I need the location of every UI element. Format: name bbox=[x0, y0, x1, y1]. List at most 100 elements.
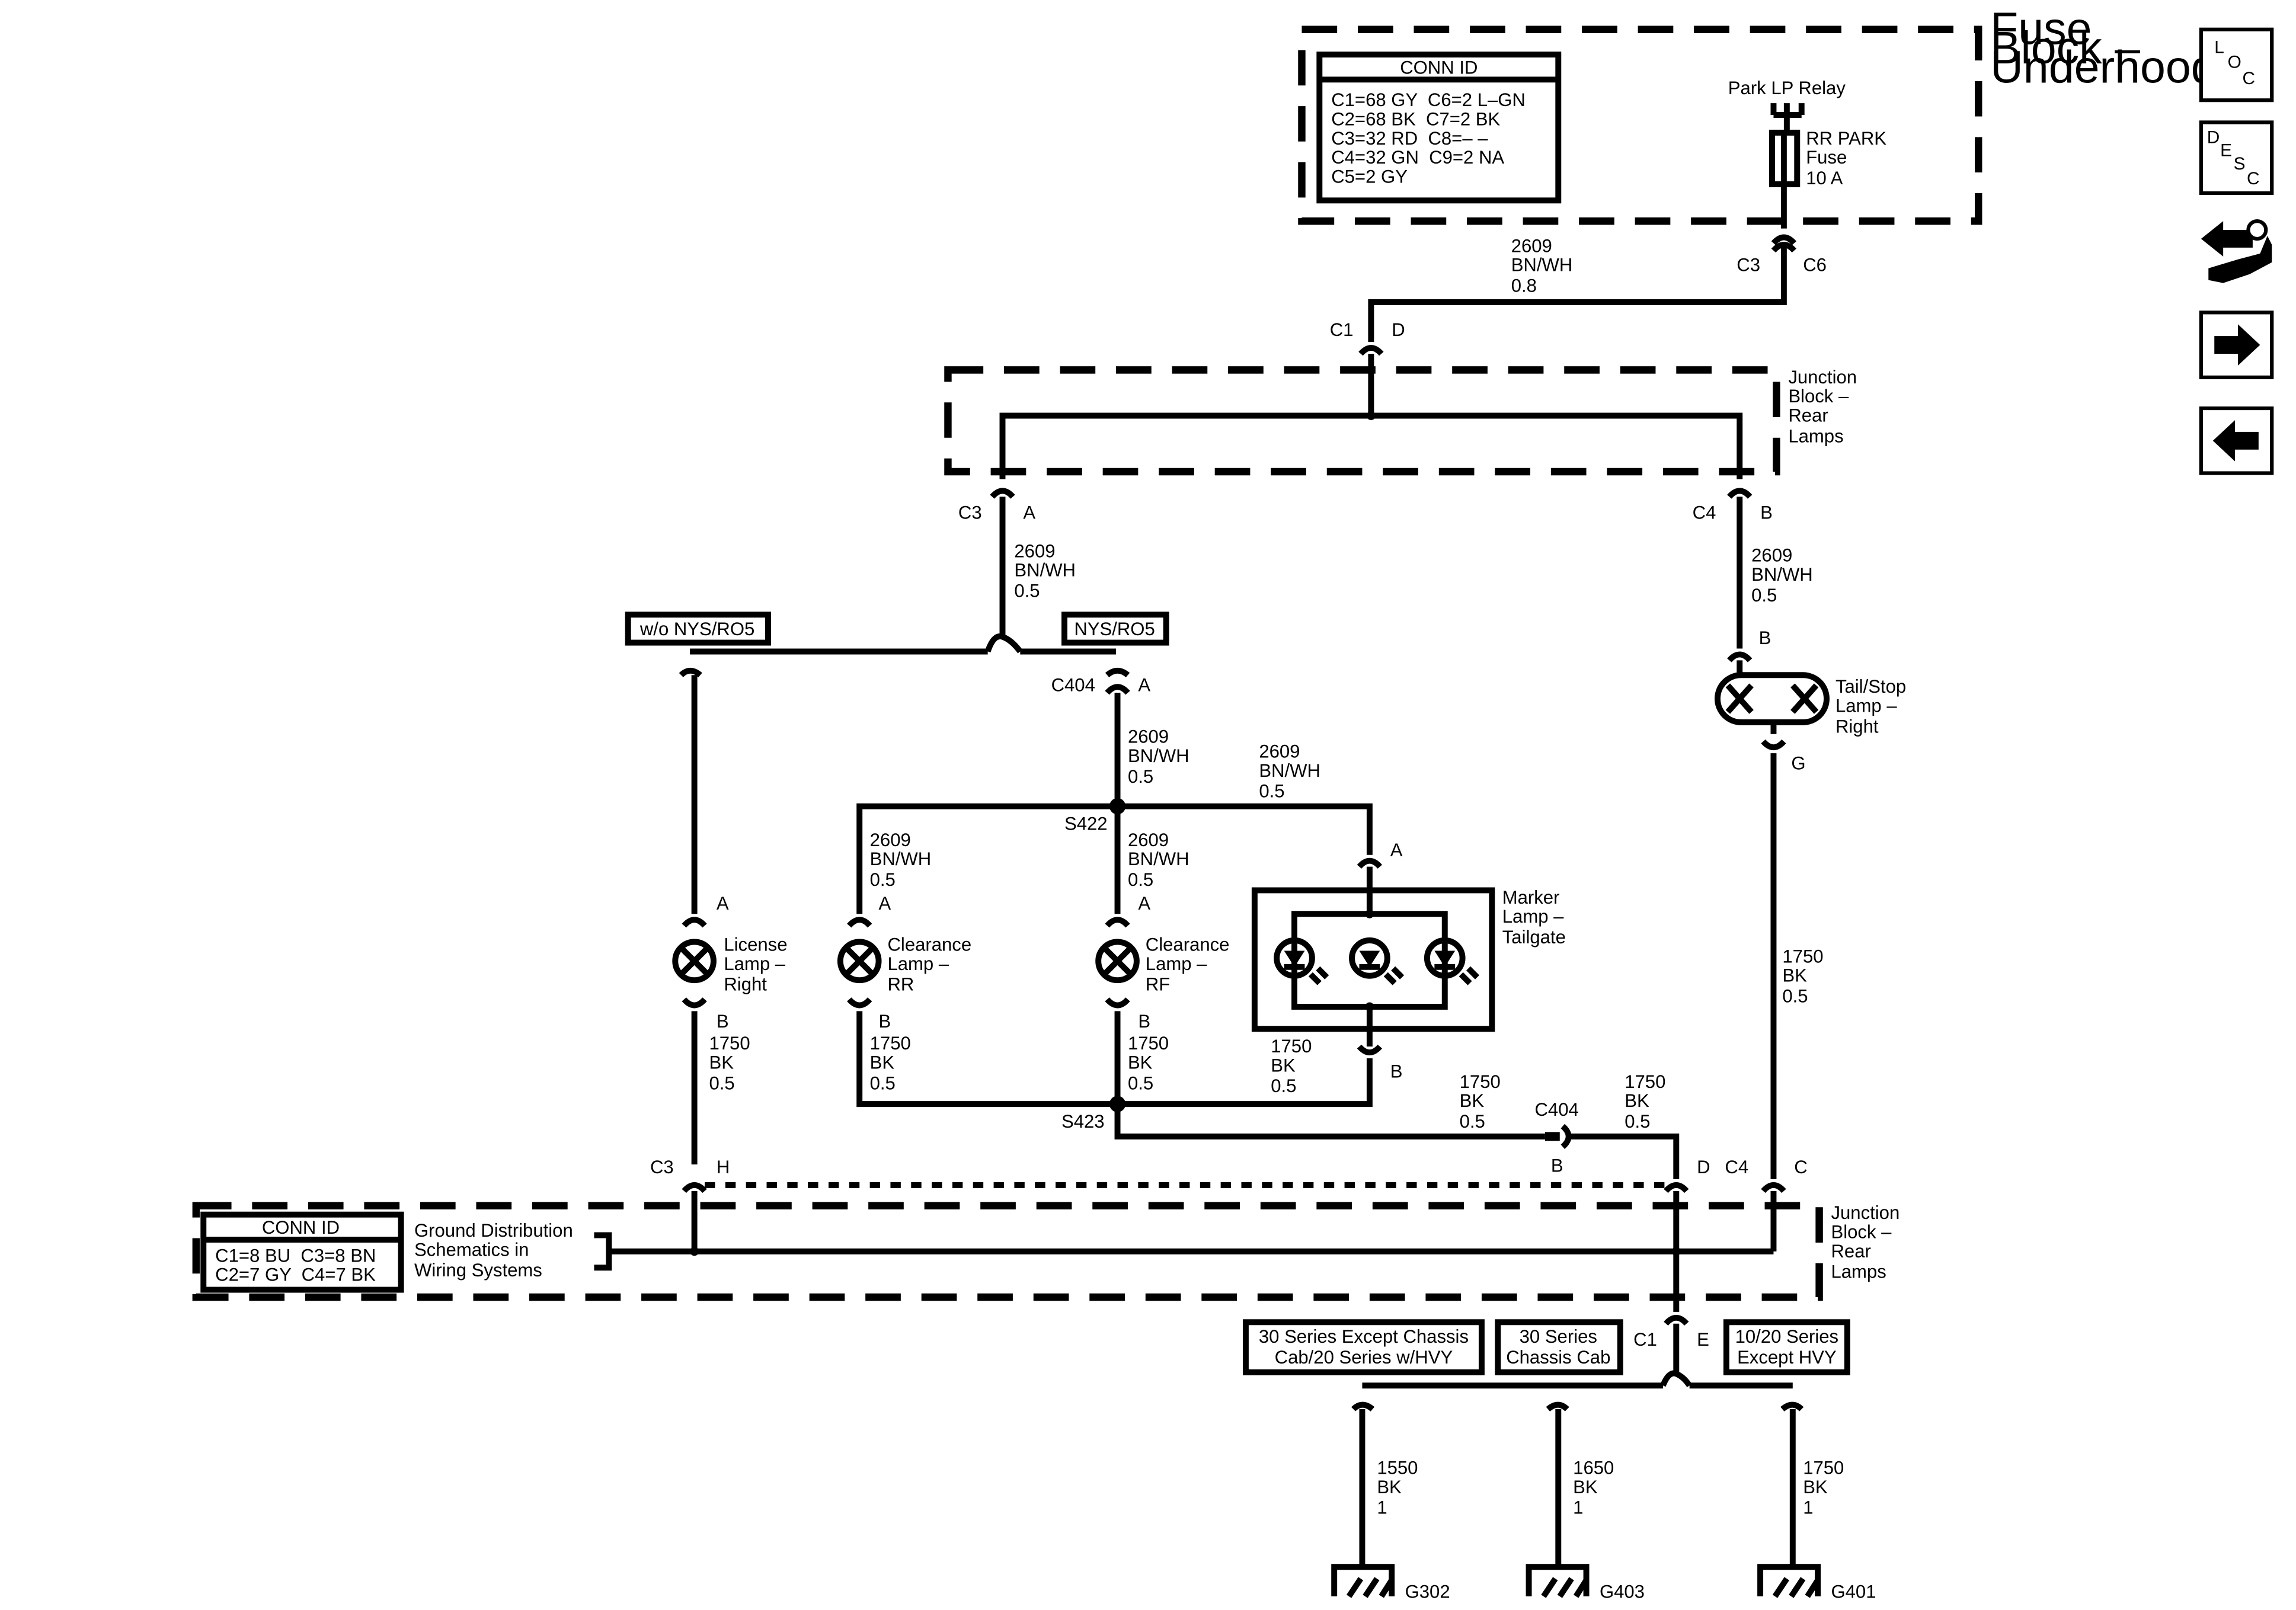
conn-label: C404 bbox=[1051, 675, 1095, 696]
wire-2609-top bbox=[1368, 243, 1787, 343]
tail-stop-dual-bulb-icon bbox=[1714, 660, 1830, 725]
connector-c4-b: C4 B bbox=[1693, 488, 1773, 523]
desc-letter: S bbox=[2234, 154, 2246, 174]
lamp-name: Right bbox=[1835, 716, 1879, 737]
connector-c4-c: C4 C bbox=[1725, 1157, 1808, 1193]
lamp-name: Right bbox=[724, 974, 767, 995]
splice-label: S422 bbox=[1064, 813, 1108, 834]
fuse-label-1: RR PARK bbox=[1806, 128, 1886, 149]
lamp-name: Tailgate bbox=[1502, 927, 1566, 948]
wire-label: BK bbox=[709, 1052, 734, 1073]
wire-label: 0.8 bbox=[1511, 276, 1537, 296]
desc-letter: D bbox=[2207, 127, 2220, 147]
junction-block-rear-top: Junction Block – Rear Lamps bbox=[944, 353, 1857, 479]
option-tag-without-nys: w/o NYS/RO5 bbox=[625, 612, 771, 646]
conn-label: C404 bbox=[1534, 1099, 1578, 1120]
fuse-block-underhood: Fuse Block – Underhood CONN ID C1=68 GY … bbox=[1298, 4, 2217, 229]
next-page-button[interactable] bbox=[2199, 311, 2274, 379]
loc-button[interactable]: L O C bbox=[2199, 27, 2274, 103]
wire-label: 1750 bbox=[1625, 1071, 1665, 1092]
wire-label: 2609 bbox=[1128, 830, 1169, 850]
ground-id: G302 bbox=[1405, 1581, 1450, 1602]
lamp-name: Lamp – bbox=[1146, 953, 1207, 974]
fuse-conn-id-row: C1=68 GY C6=2 L–GN bbox=[1331, 89, 1526, 110]
wire-label: BN/WH bbox=[1259, 760, 1320, 781]
jb-conn-id-row: C1=8 BU C3=8 BN bbox=[215, 1245, 376, 1266]
jb-conn-id-header: CONN ID bbox=[262, 1217, 340, 1238]
lamp-name: Clearance bbox=[1146, 934, 1230, 955]
desc-button[interactable]: D E S C bbox=[2199, 120, 2274, 195]
arrow-left-icon bbox=[2212, 420, 2259, 462]
connector-c1-e: C1 E bbox=[1633, 1314, 1709, 1350]
pin-label: B bbox=[717, 1011, 729, 1032]
variant-label: Cab/20 Series w/HVY bbox=[1275, 1347, 1453, 1368]
clearance-rf-bulb-icon bbox=[1095, 939, 1140, 984]
variant-label: 10/20 Series bbox=[1735, 1326, 1839, 1347]
pin-label: B bbox=[1390, 1061, 1403, 1081]
ground-id: G401 bbox=[1831, 1581, 1876, 1602]
wire-label: 1550 bbox=[1377, 1458, 1418, 1478]
fuse-block-title-3: Underhood bbox=[1990, 41, 2217, 92]
wire-label: 2609 bbox=[1511, 235, 1552, 256]
variant-tag: 30 Series Chassis Cab bbox=[1495, 1319, 1623, 1375]
variant-label: Chassis Cab bbox=[1506, 1347, 1610, 1368]
conn-label: C3 bbox=[1737, 255, 1760, 276]
fuse-conn-id-row: C3=32 RD C8=– – bbox=[1331, 128, 1488, 149]
fuse-label-3: 10 A bbox=[1806, 168, 1843, 188]
connector-c404-a: C404 A bbox=[1051, 675, 1151, 696]
wire-label: BK bbox=[1782, 965, 1807, 986]
jb-title: Rear bbox=[1788, 405, 1828, 425]
option-label: w/o NYS/RO5 bbox=[639, 619, 754, 639]
desc-letter: C bbox=[2247, 169, 2260, 188]
lamp-name: RR bbox=[887, 974, 914, 995]
wire-label: 2609 bbox=[1014, 540, 1055, 561]
license-lamp-bulb-icon bbox=[672, 939, 717, 984]
wire-label: 1 bbox=[1377, 1497, 1387, 1518]
wire-label: 0.5 bbox=[1259, 781, 1284, 802]
lamp-name: License bbox=[724, 934, 787, 955]
led-icon bbox=[1274, 937, 1329, 985]
pin-label: A bbox=[717, 893, 729, 914]
variant-label: 30 Series bbox=[1520, 1326, 1597, 1347]
wire-label: BK bbox=[1625, 1090, 1649, 1111]
conn-label: E bbox=[1697, 1329, 1709, 1350]
wire-label: 2609 bbox=[1128, 726, 1169, 747]
wire-label: BK bbox=[1803, 1477, 1828, 1497]
fuse-block-title-2: Block – bbox=[1990, 23, 2140, 73]
wire-label: 1750 bbox=[1803, 1458, 1844, 1478]
jb-title: Rear bbox=[1831, 1241, 1870, 1262]
wire-label: 0.5 bbox=[1751, 585, 1777, 606]
jb-title: Block – bbox=[1788, 386, 1849, 406]
loc-letter: C bbox=[2242, 69, 2255, 88]
desc-letter: E bbox=[2220, 141, 2232, 161]
wire-label: 0.5 bbox=[1128, 1073, 1153, 1093]
wire-label: 1 bbox=[1573, 1497, 1583, 1518]
conn-label: D bbox=[1392, 319, 1405, 340]
diagnostic-tool-icon[interactable] bbox=[2201, 219, 2272, 283]
previous-page-button[interactable] bbox=[2199, 406, 2274, 475]
wire-label: 0.5 bbox=[1460, 1111, 1485, 1132]
option-break bbox=[984, 633, 1023, 654]
pin-label: A bbox=[1138, 893, 1150, 914]
clearance-rr-bulb-icon bbox=[837, 939, 882, 984]
pin-label: B bbox=[879, 1011, 891, 1032]
conn-label: B bbox=[1760, 502, 1773, 523]
wire-label: 0.5 bbox=[870, 869, 896, 890]
jb-conn-id-row: C2=7 GY C4=7 BK bbox=[215, 1265, 376, 1285]
ground-g302: 1550 BK 1 G302 bbox=[1331, 1401, 1450, 1602]
wire-label: 1750 bbox=[1271, 1036, 1312, 1057]
fuse-block-title-1: Fuse bbox=[1990, 4, 2092, 55]
relay-contact-icon bbox=[1770, 103, 1805, 133]
led-icon bbox=[1424, 937, 1479, 985]
wire-label: BN/WH bbox=[870, 849, 932, 869]
variant-label: 30 Series Except Chassis bbox=[1259, 1326, 1469, 1347]
ground-g401: 1750 BK 1 G401 bbox=[1757, 1401, 1876, 1602]
jb-title: Lamps bbox=[1831, 1262, 1886, 1282]
lamp-name: Lamp – bbox=[724, 953, 785, 974]
wire-label: 0.5 bbox=[870, 1073, 896, 1093]
fuse-conn-id-row: C4=32 GN C9=2 NA bbox=[1331, 147, 1504, 168]
wire-label: BN/WH bbox=[1014, 560, 1076, 581]
wire-label: 1 bbox=[1803, 1497, 1813, 1518]
wire-label: BN/WH bbox=[1128, 745, 1189, 766]
park-lp-relay-label: Park LP Relay bbox=[1728, 78, 1846, 98]
